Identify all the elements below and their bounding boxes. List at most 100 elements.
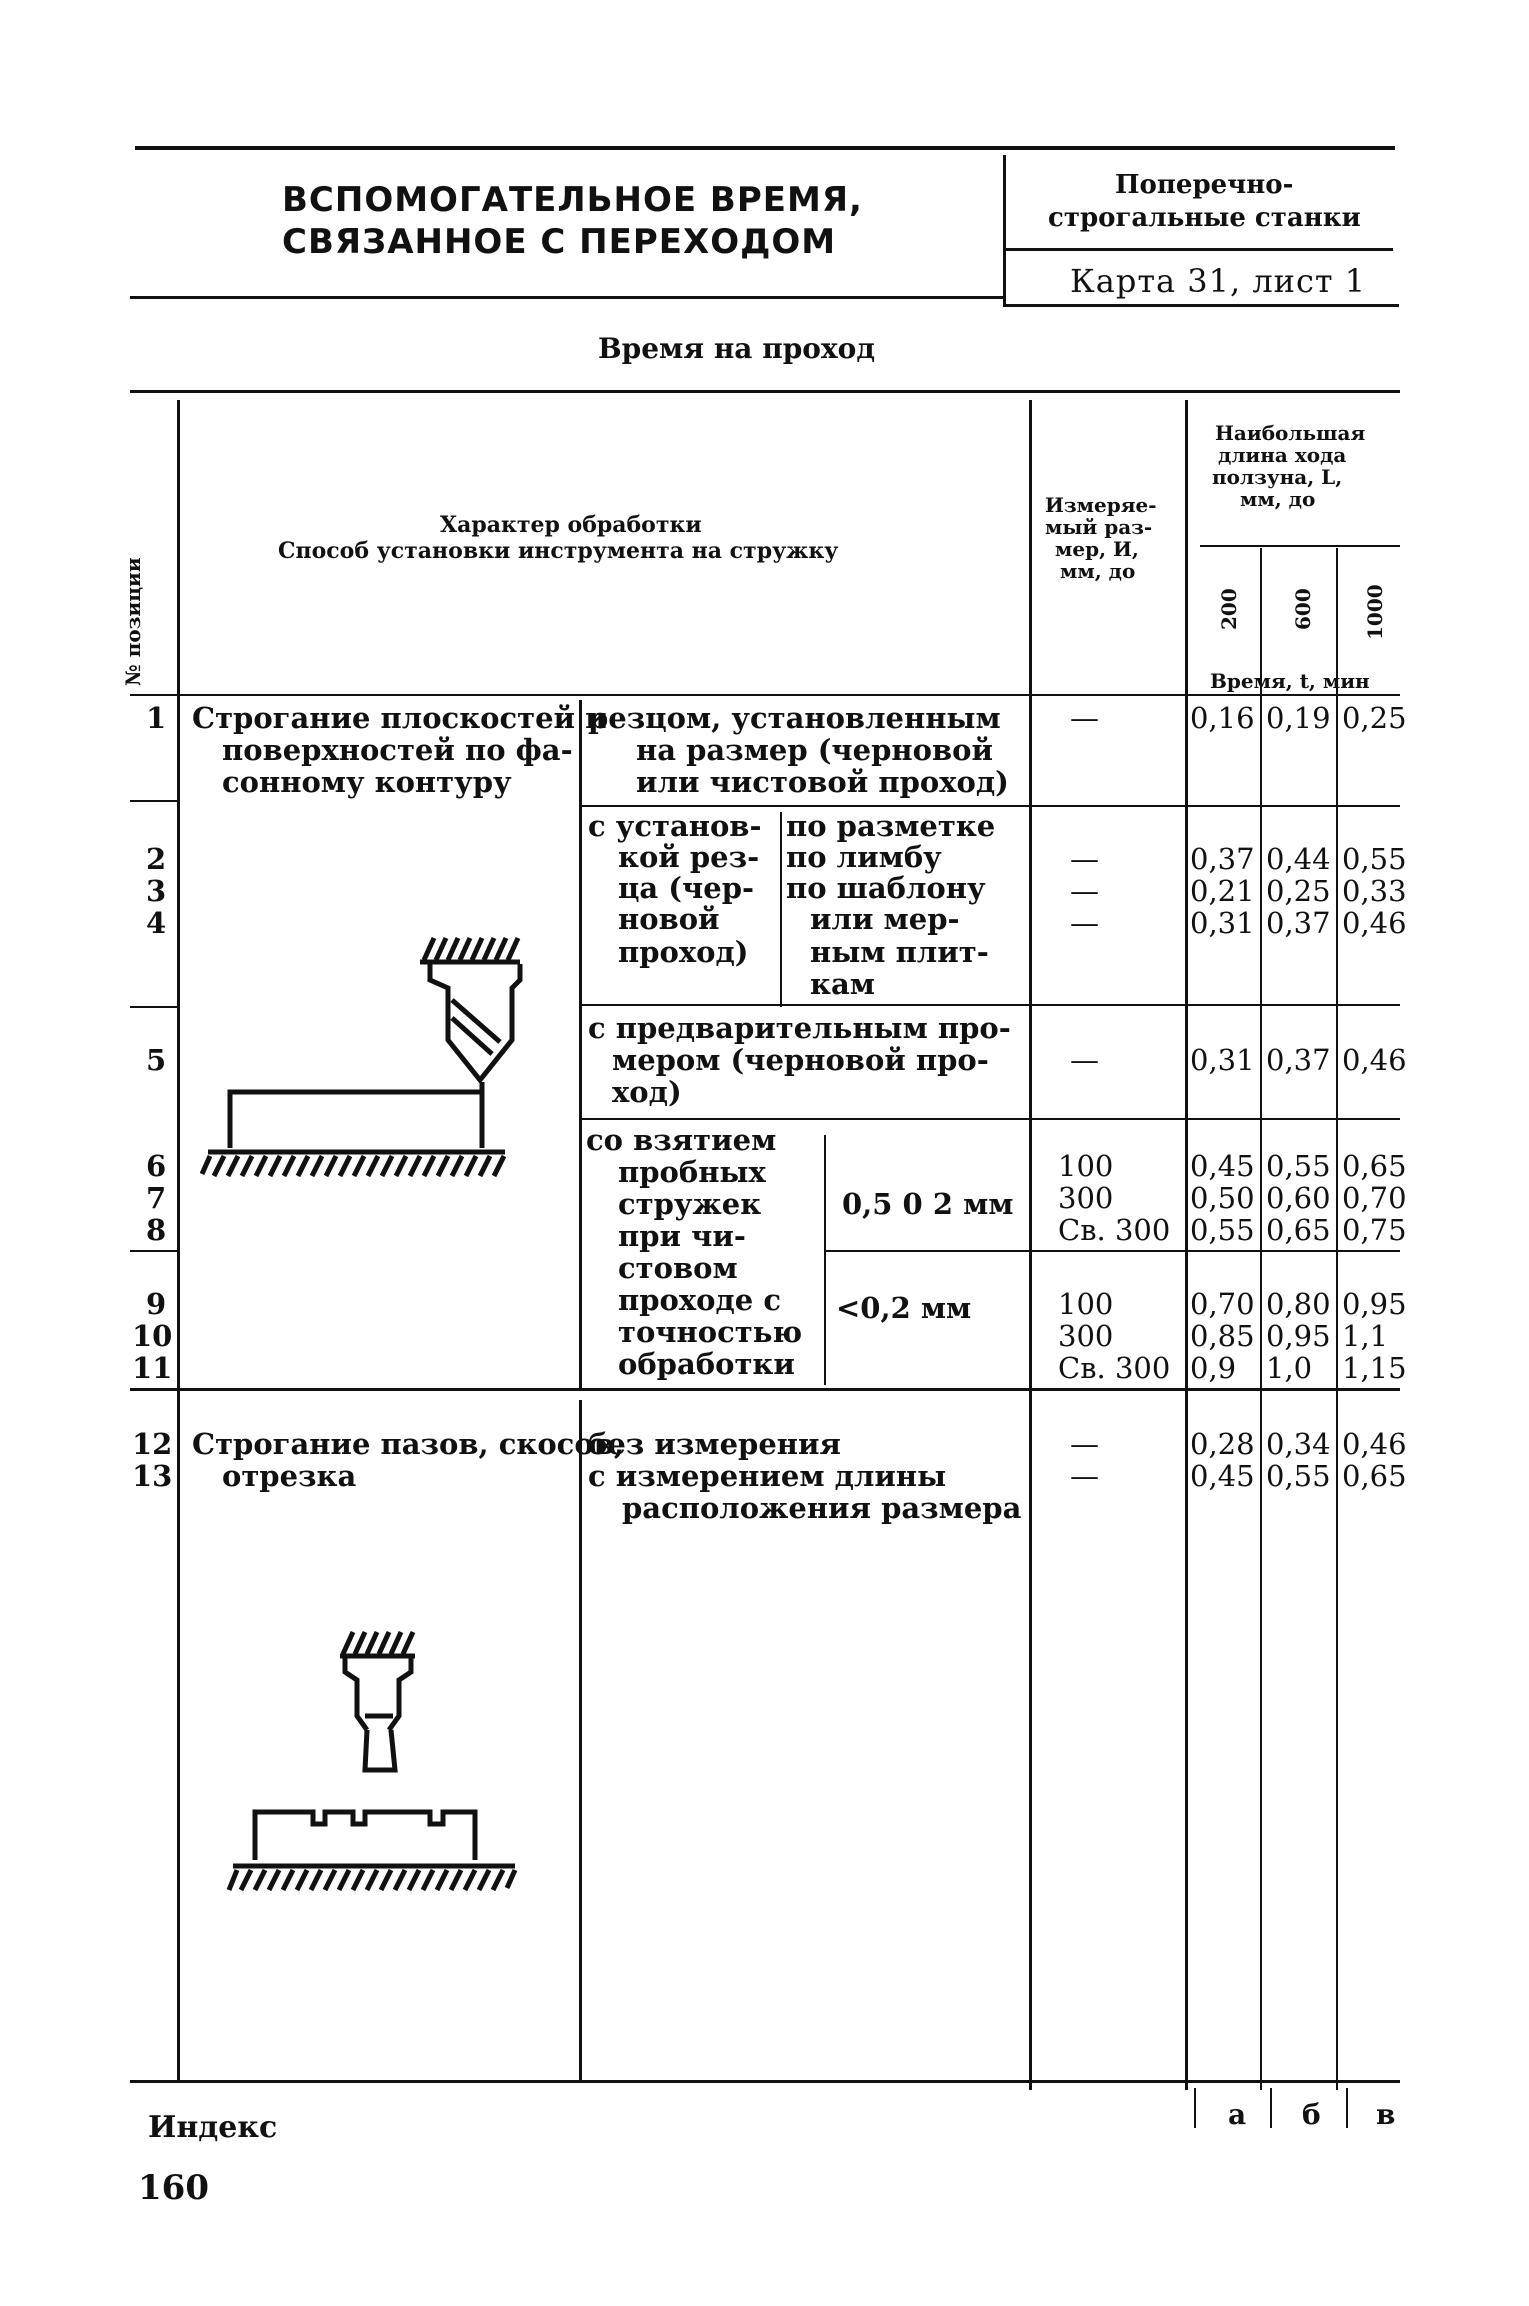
card-label: Карта 31, лист 1	[1070, 262, 1367, 300]
title-line-1: ВСПОМОГАТЕЛЬНОЕ ВРЕМЯ,	[282, 180, 863, 220]
slotting-illustration	[226, 1630, 518, 1892]
method-5-line-2: с измерением длины	[588, 1459, 947, 1493]
row-8-a: 0,55	[1190, 1213, 1255, 1247]
row-12-c: 0,46	[1342, 1427, 1407, 1461]
method-3-line-2: мером (черновой про-	[612, 1043, 989, 1077]
page-number: 160	[138, 2168, 209, 2208]
row-11-size: Св. 300	[1058, 1351, 1171, 1385]
method-4-line-3: стружек	[618, 1187, 762, 1221]
row-7-pos: 7	[146, 1181, 167, 1215]
row-4-a: 0,31	[1190, 906, 1255, 940]
row-1-a: 0,16	[1190, 701, 1255, 735]
col-divider-size	[1029, 400, 1032, 2090]
method-5-line-3: расположения размера	[622, 1491, 1022, 1525]
method-4-line-6: проходе с	[618, 1283, 782, 1317]
method-1-line-1: резцом, установленным	[588, 701, 1001, 735]
index-divider-1	[1194, 2088, 1196, 2128]
row-10-c: 1,1	[1342, 1319, 1389, 1353]
method-4-line-5: стовом	[618, 1251, 738, 1285]
index-label: Индекс	[148, 2110, 278, 2145]
measured-header-line-2: мый раз-	[1045, 515, 1153, 539]
index-a: а	[1228, 2098, 1247, 2131]
measured-header-line-4: мм, до	[1060, 559, 1136, 583]
method-4-line-1: со взятием	[586, 1123, 777, 1157]
header-divider	[1003, 155, 1006, 305]
row-9-size: 100	[1058, 1287, 1114, 1321]
row-13-c: 0,65	[1342, 1459, 1407, 1493]
col-divider-method-2	[579, 1400, 582, 2080]
method-2b-line-6: кам	[810, 967, 875, 1001]
row-5-c: 0,46	[1342, 1043, 1407, 1077]
sep-row-4	[824, 1250, 1400, 1252]
row-10-b: 0,95	[1266, 1319, 1331, 1353]
col-divider-a	[1260, 548, 1262, 2090]
row-1-pos: 1	[146, 701, 167, 735]
row-13-a: 0,45	[1190, 1459, 1255, 1493]
row-3-pos: 3	[146, 874, 167, 908]
col-divider-b	[1336, 548, 1338, 2090]
row-4-b: 0,37	[1266, 906, 1331, 940]
row-5-b: 0,37	[1266, 1043, 1331, 1077]
group-1-line-2: поверхностей по фа-	[222, 733, 573, 767]
method-2b-line-5: ным плит-	[810, 935, 989, 969]
machine-line-2: строгальные станки	[1048, 203, 1361, 233]
method-4-line-7: точностью	[618, 1315, 803, 1349]
row-9-b: 0,80	[1266, 1287, 1331, 1321]
method-3-line-1: с предварительным про-	[588, 1011, 1011, 1045]
group-2-line-1: Строгание пазов, скосов,	[192, 1427, 624, 1461]
title-line-2: СВЯЗАННОЕ С ПЕРЕХОДОМ	[282, 222, 837, 262]
row-7-a: 0,50	[1190, 1181, 1255, 1215]
machine-line-1: Поперечно-	[1115, 170, 1294, 200]
planing-flat-illustration	[200, 936, 523, 1178]
row-8-c: 0,75	[1342, 1213, 1407, 1247]
method-2a-line-4: новой	[618, 902, 720, 936]
group-1-line-3: сонному контуру	[222, 765, 512, 799]
table-top-rule	[130, 390, 1400, 393]
sep-pos-2	[130, 1006, 180, 1008]
row-10-pos: 10	[132, 1319, 173, 1353]
method-1-line-3: или чистовой проход)	[636, 765, 1009, 799]
row-2-size: —	[1070, 842, 1099, 876]
method-4-line-2: пробных	[618, 1155, 766, 1189]
row-4-size: —	[1070, 906, 1099, 940]
row-3-b: 0,25	[1266, 874, 1331, 908]
row-10-size: 300	[1058, 1319, 1114, 1353]
row-9-pos: 9	[146, 1287, 167, 1321]
row-13-b: 0,55	[1266, 1459, 1331, 1493]
method-2a-line-5: проход)	[618, 935, 749, 969]
index-b: б	[1302, 2098, 1321, 2131]
row-11-a: 0,9	[1190, 1351, 1237, 1385]
row-7-b: 0,60	[1266, 1181, 1331, 1215]
row-12-a: 0,28	[1190, 1427, 1255, 1461]
top-rule	[135, 146, 1395, 150]
row-3-size: —	[1070, 874, 1099, 908]
group-2-line-2: отрезка	[222, 1459, 357, 1493]
method-2b-line-4: или мер-	[810, 902, 960, 936]
row-11-pos: 11	[132, 1351, 173, 1385]
index-c: в	[1376, 2098, 1396, 2131]
stroke-value-600: 600	[1291, 588, 1315, 630]
row-8-size: Св. 300	[1058, 1213, 1171, 1247]
row-3-a: 0,21	[1190, 874, 1255, 908]
index-divider-3	[1346, 2088, 1348, 2128]
position-header: № позиции	[121, 557, 145, 686]
row-9-c: 0,95	[1342, 1287, 1407, 1321]
row-4-c: 0,46	[1342, 906, 1407, 940]
row-2-a: 0,37	[1190, 842, 1255, 876]
row-11-b: 1,0	[1266, 1351, 1313, 1385]
row-3-c: 0,33	[1342, 874, 1407, 908]
group-separator	[130, 1388, 1400, 1391]
stroke-header-line-2: длина хода	[1218, 443, 1347, 467]
method-4-line-4: при чи-	[618, 1219, 746, 1253]
method-2b-line-1: по разметке	[786, 809, 996, 843]
stroke-header-line-4: мм, до	[1240, 487, 1316, 511]
table-bottom-rule	[130, 2080, 1400, 2083]
row-12-pos: 12	[132, 1427, 173, 1461]
measured-header-line-3: мер, И,	[1055, 537, 1139, 561]
row-6-size: 100	[1058, 1149, 1114, 1183]
row-4-pos: 4	[146, 906, 167, 940]
stroke-value-200: 200	[1217, 588, 1241, 630]
row-1-size: —	[1070, 701, 1099, 735]
method-3-line-3: ход)	[612, 1075, 682, 1109]
method-2a-line-2: кой рез-	[618, 840, 760, 874]
